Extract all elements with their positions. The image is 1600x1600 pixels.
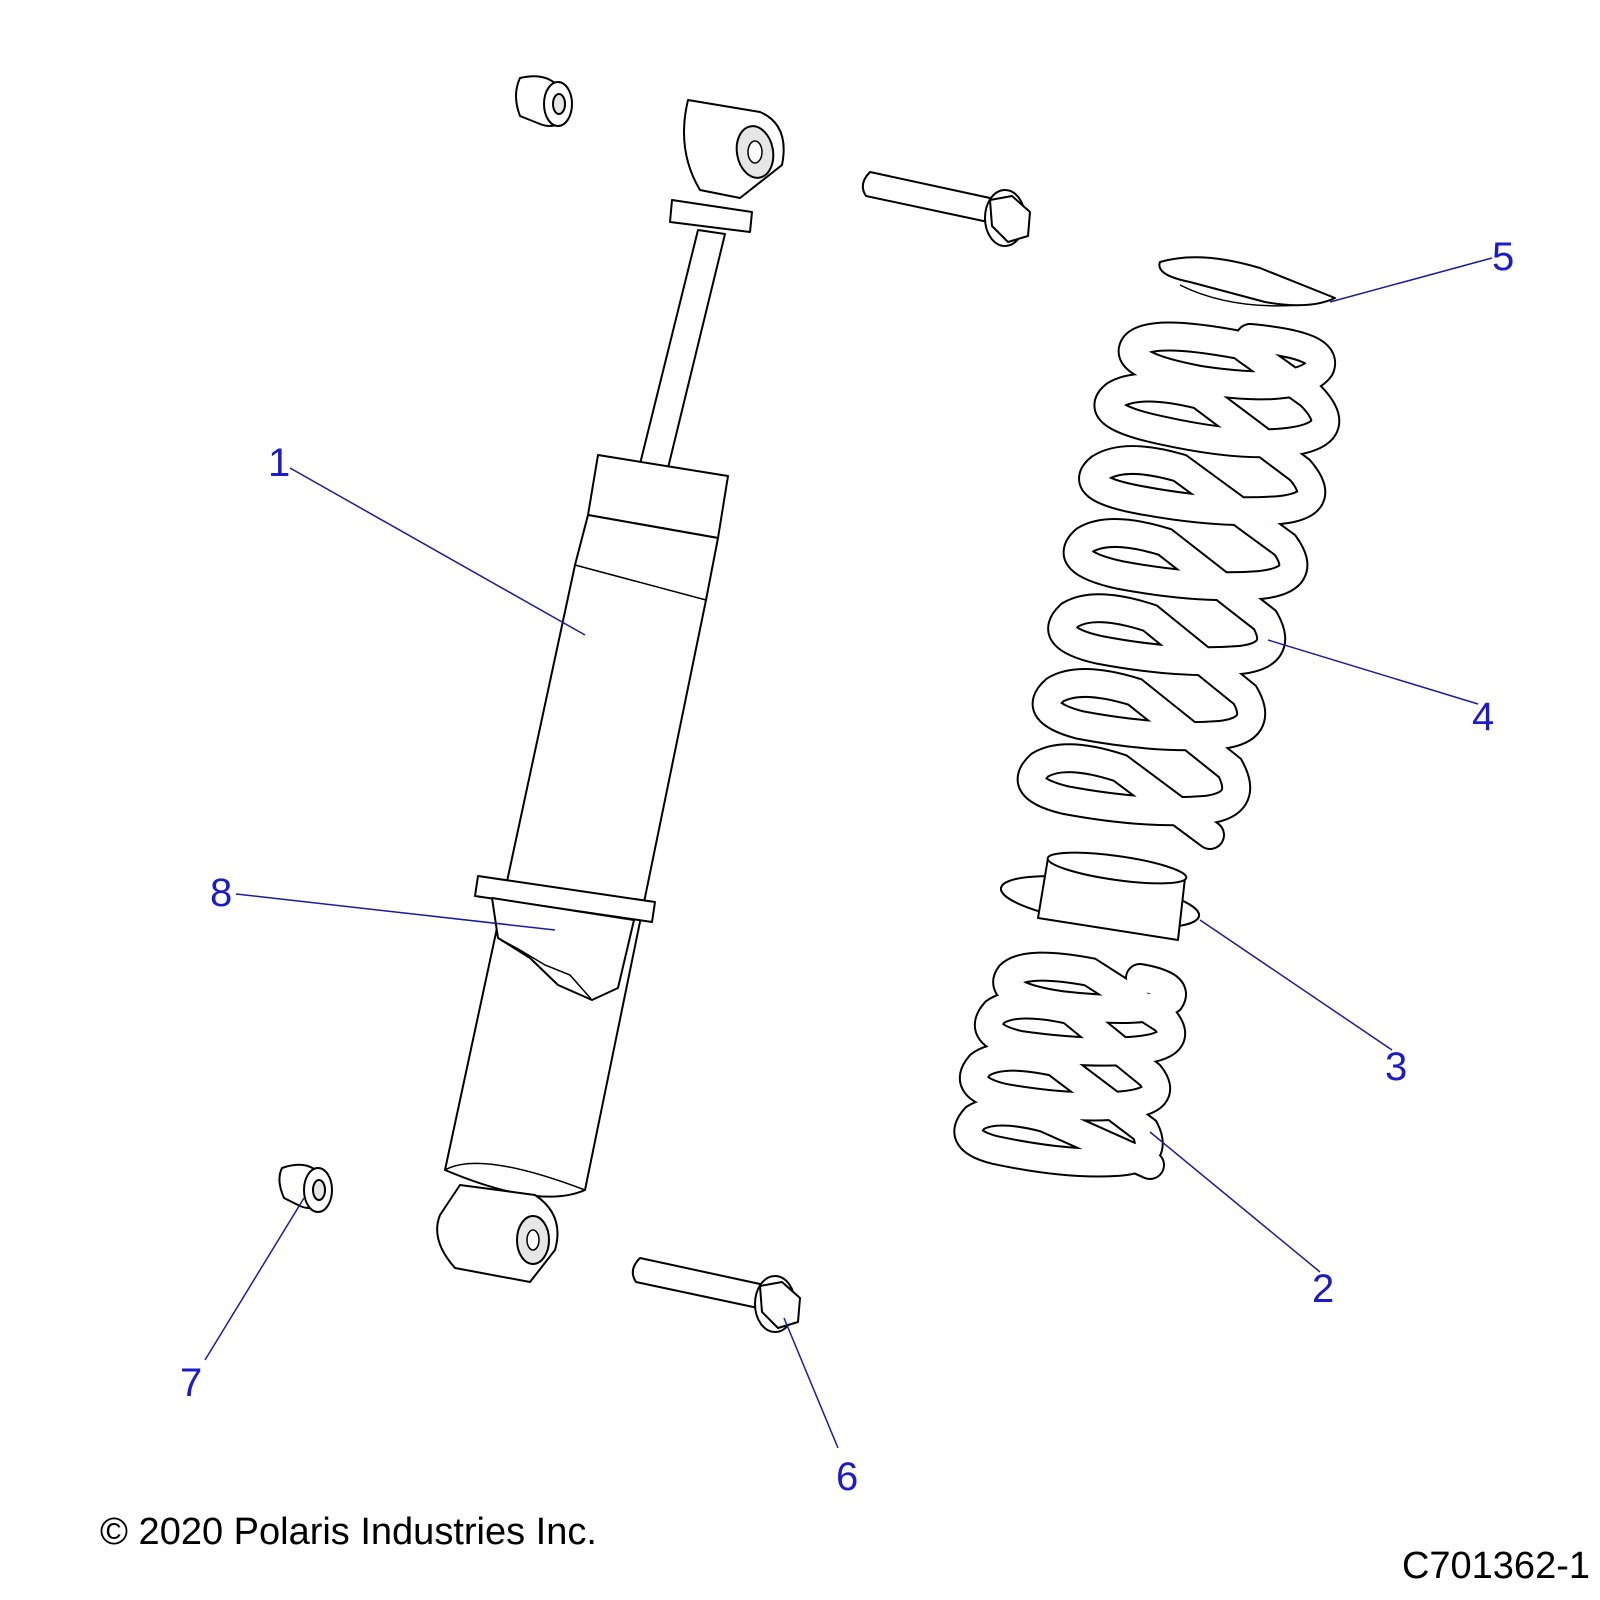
shock-top-eye-bore <box>747 140 763 164</box>
drawing-number: C701362-1 <box>1402 1545 1590 1587</box>
leader-4 <box>1267 639 1479 705</box>
callout-1: 1 <box>268 441 290 485</box>
bushing-bottom-bore <box>312 1179 326 1201</box>
leader-lines <box>204 257 1493 1449</box>
shock-body-step <box>574 564 707 601</box>
callout-3: 3 <box>1385 1045 1407 1089</box>
secondary-spring-coil-fill <box>955 953 1185 1178</box>
retainer-clip <box>474 875 656 1001</box>
bushing-top-bore <box>552 93 566 115</box>
leader-7 <box>204 1197 305 1361</box>
bolt-top-shank <box>861 171 991 223</box>
top-spring-seat-plate <box>1158 256 1336 307</box>
leader-5 <box>1329 257 1493 303</box>
retainer-clip-flange <box>474 875 656 923</box>
bolt-bottom-head <box>759 1281 801 1329</box>
leader-6 <box>783 1317 839 1449</box>
shock-top-collar <box>669 199 753 233</box>
secondary-spring <box>953 951 1187 1180</box>
bushing-top <box>515 75 573 127</box>
leader-8 <box>235 893 556 931</box>
shock-shaft <box>639 229 726 469</box>
bushing-bottom <box>278 1163 333 1213</box>
spring-adapter <box>999 851 1201 941</box>
callout-2: 2 <box>1312 1267 1334 1311</box>
callout-4: 4 <box>1472 695 1494 739</box>
main-spring <box>1016 321 1341 850</box>
bolt-top <box>861 171 1031 247</box>
callout-7: 7 <box>180 1361 202 1405</box>
callout-labels: 1 2 3 4 5 6 7 8 <box>180 235 1514 1499</box>
top-spring-seat <box>1158 256 1336 307</box>
bolt-bottom <box>631 1257 801 1333</box>
callout-6: 6 <box>836 1455 858 1499</box>
bolt-bottom-shank <box>631 1257 761 1309</box>
callout-5: 5 <box>1492 235 1514 279</box>
retainer-clip-notch <box>497 937 593 1001</box>
leader-2 <box>1149 1131 1321 1273</box>
shock-body-bottom-edge <box>444 1162 586 1191</box>
top-spring-seat-edge <box>1179 284 1301 307</box>
bolt-top-head <box>989 195 1031 243</box>
copyright-notice: © 2020 Polaris Industries Inc. <box>100 1511 597 1553</box>
main-spring-coil-fill <box>1018 323 1339 848</box>
leader-1 <box>289 467 586 636</box>
callout-8: 8 <box>210 871 232 915</box>
spring-adapter-top <box>1046 851 1188 885</box>
shock-absorber <box>436 99 785 1283</box>
shock-body <box>444 514 719 1198</box>
shock-bottom-eye-bore <box>526 1229 540 1251</box>
leader-3 <box>1199 919 1393 1051</box>
